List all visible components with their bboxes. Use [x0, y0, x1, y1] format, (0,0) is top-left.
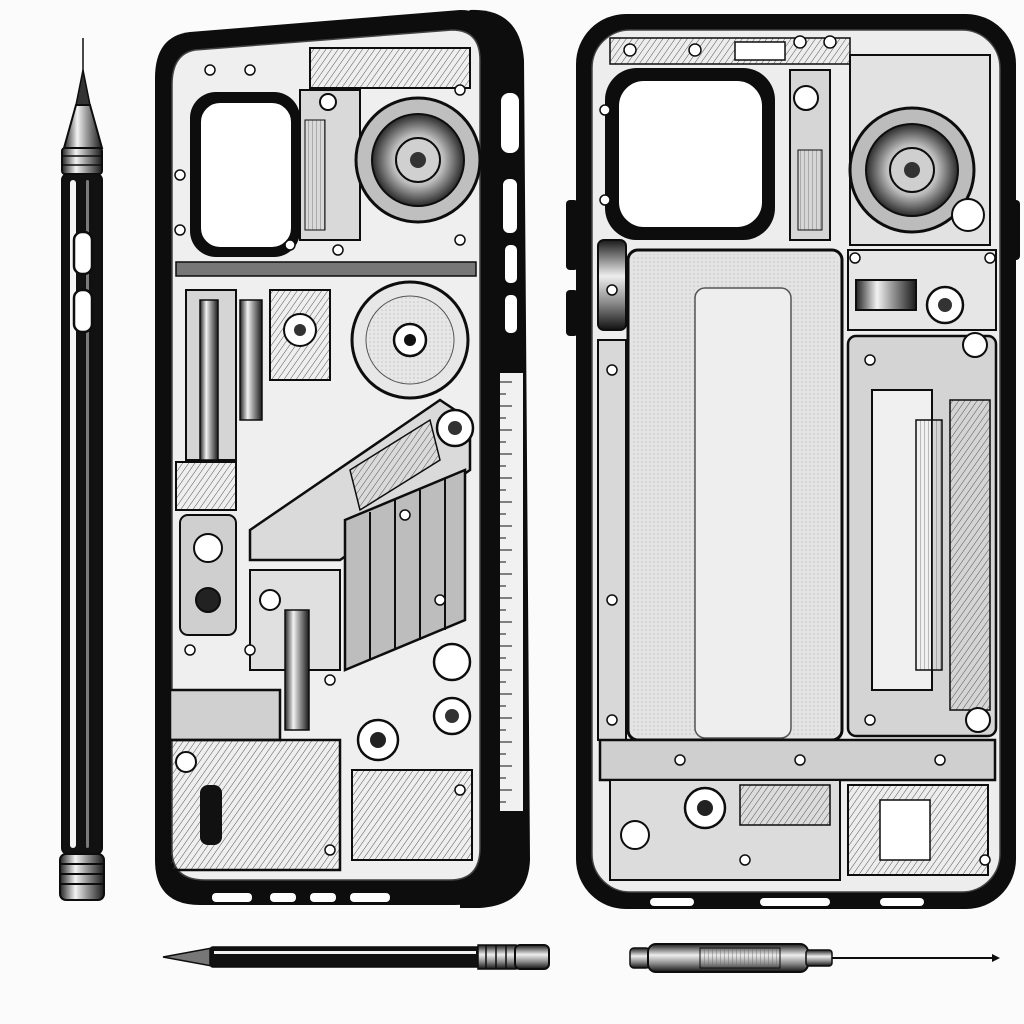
phone-case-front [566, 14, 1020, 909]
phone-case-angled [155, 9, 530, 909]
screwdriver-horizontal [629, 943, 1000, 973]
pencil-horizontal [162, 944, 550, 970]
screw-dots [174, 64, 466, 856]
stylus-vertical [59, 38, 105, 901]
screw-dots [599, 104, 996, 866]
